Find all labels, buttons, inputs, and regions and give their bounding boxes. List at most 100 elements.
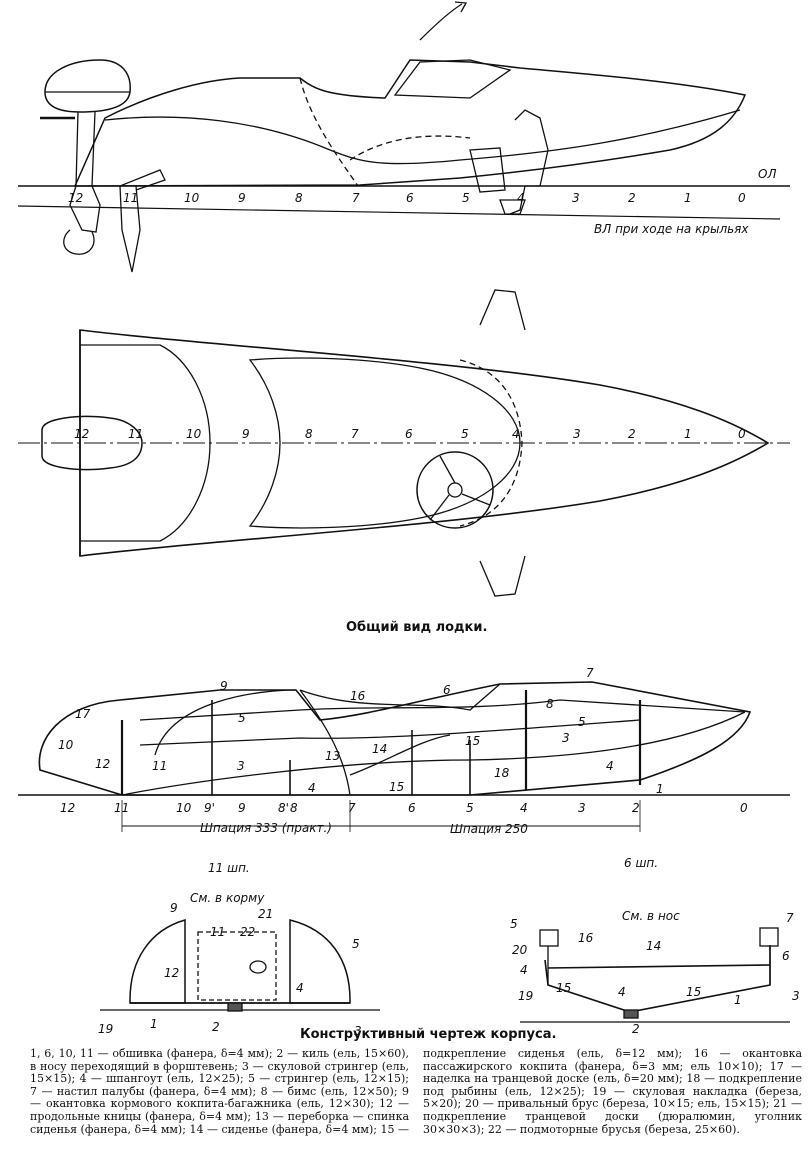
legend-text: 1, 6, 10, 11 — обшивка (фанера, δ=4 мм);… (30, 1047, 802, 1136)
plan-station-label: 10 (186, 427, 202, 441)
section-11-view (100, 919, 380, 1012)
passenger-cockpit-outline (248, 357, 521, 529)
plan-outline (79, 329, 770, 557)
part-number-label: 14 (372, 742, 387, 756)
profile-station-label: 11 (114, 801, 129, 815)
section-6-part-label: 15 (556, 981, 571, 995)
section-11-right-side (289, 919, 351, 1004)
plan-station-label: 12 (74, 427, 89, 441)
plan-station-label: 4 (512, 427, 520, 441)
part-number-label: 3 (562, 731, 570, 745)
part-number-label: 7 (586, 666, 594, 680)
bulkhead-hidden-line (299, 77, 359, 187)
profile-station-label: 8' (278, 801, 289, 815)
chine-stringer (121, 711, 746, 796)
part-number-label: 16 (350, 689, 366, 703)
side-station-label: 11 (123, 191, 138, 205)
plan-station-label: 0 (738, 427, 746, 441)
steering-wheel-icon (416, 451, 494, 529)
profile-station-label: 6 (408, 801, 416, 815)
section-6-gunwale-left (539, 929, 559, 947)
part-number-label: 18 (494, 766, 510, 780)
section-6-part-label: 19 (518, 989, 533, 1003)
section-11-keel (227, 1002, 243, 1012)
profile-station-label: 7 (348, 801, 356, 815)
motor-plan-icon (41, 415, 143, 471)
side-station-label: 6 (406, 191, 414, 205)
side-station-label: 0 (738, 191, 746, 205)
ol-label: ОЛ (758, 167, 776, 181)
section-11-part-label: 3 (354, 1024, 362, 1038)
section-11-part-label: 21 (258, 907, 273, 921)
cockpit-hidden-line (349, 135, 471, 161)
aft-cockpit-cutout (154, 689, 297, 756)
part-number-label: 10 (58, 738, 74, 752)
plan-station-label: 2 (628, 427, 636, 441)
arrow-head-icon (454, 1, 468, 13)
profile-station-label: 8 (290, 801, 298, 815)
side-station-label: 12 (68, 191, 83, 205)
side-station-label: 9 (238, 191, 246, 205)
section-11-title: 11 шп. (208, 861, 250, 875)
section-6-part-label: 6 (782, 949, 790, 963)
fwd-foil-strut (509, 109, 549, 215)
side-station-label: 3 (572, 191, 580, 205)
windscreen-arrow (419, 3, 463, 41)
plan-station-label: 1 (684, 427, 692, 441)
part-number-label: 6 (443, 683, 451, 697)
part-number-label: 17 (75, 707, 91, 721)
section-11-motor-beams (197, 931, 277, 1001)
vl-label: ВЛ при ходе на крыльях (594, 222, 749, 236)
outboard-motor-hood (44, 59, 131, 113)
section-11-part-label: 22 (240, 925, 255, 939)
section-11-part-label: 5 (352, 937, 360, 951)
legend: 1, 6, 10, 11 — обшивка (фанера, δ=4 мм);… (30, 1047, 802, 1136)
hull-profile (73, 59, 747, 187)
motor-leg (69, 111, 101, 233)
part-number-label: 8 (546, 697, 554, 711)
section-11-part-label: 1 (150, 1017, 158, 1031)
section-6-part-label: 2 (632, 1022, 640, 1036)
plan-view (18, 289, 790, 597)
coaming-16 (299, 683, 501, 711)
profile-station-label: 0 (740, 801, 748, 815)
part-number-label: 11 (152, 759, 167, 773)
construction-caption: Конструктивный чертеж корпуса. (300, 1027, 557, 1042)
aft-foil-mount (119, 169, 166, 191)
plan-station-label: 9 (242, 427, 250, 441)
part-number-label: 5 (238, 711, 246, 725)
section-6-part-label: 1 (734, 993, 742, 1007)
profile-station-label: 9' (204, 801, 215, 815)
plan-station-label: 8 (305, 427, 313, 441)
section-11-part-label: 19 (98, 1022, 113, 1036)
plan-station-label: 6 (405, 427, 413, 441)
fwd-foil-plan-top (479, 289, 526, 331)
section-6-part-label: 7 (786, 911, 794, 925)
section-6-keel (623, 1009, 639, 1019)
part-number-label: 4 (606, 759, 614, 773)
section-6-view (520, 927, 790, 1023)
plan-station-label: 11 (128, 427, 143, 441)
foil-waterline (17, 205, 781, 220)
aft-foil-strut (119, 185, 141, 273)
section-11-subtitle: См. в корму (190, 891, 265, 905)
section-6-part-label: 5 (510, 917, 518, 931)
steering-wheel-hub (447, 482, 463, 498)
coaming-hidden-line (459, 359, 523, 527)
section-11-part-label: 9 (170, 901, 178, 915)
section-6-subtitle: См. в нос (622, 909, 680, 923)
wheel-spoke-1 (439, 455, 456, 484)
side-stringer (139, 699, 746, 721)
section-11-part-label: 11 (210, 925, 225, 939)
general-view-caption: Общий вид лодки. (346, 620, 488, 635)
section-11-part-label: 2 (212, 1020, 220, 1034)
section-6-part-label: 3 (792, 989, 800, 1003)
spacing-fwd-label: Шпация 250 (450, 822, 528, 836)
side-station-label: 10 (184, 191, 200, 205)
profile-station-label: 3 (578, 801, 586, 815)
side-station-label: 1 (684, 191, 692, 205)
part-number-label: 5 (578, 715, 586, 729)
section-6-part-label: 15 (686, 985, 701, 999)
